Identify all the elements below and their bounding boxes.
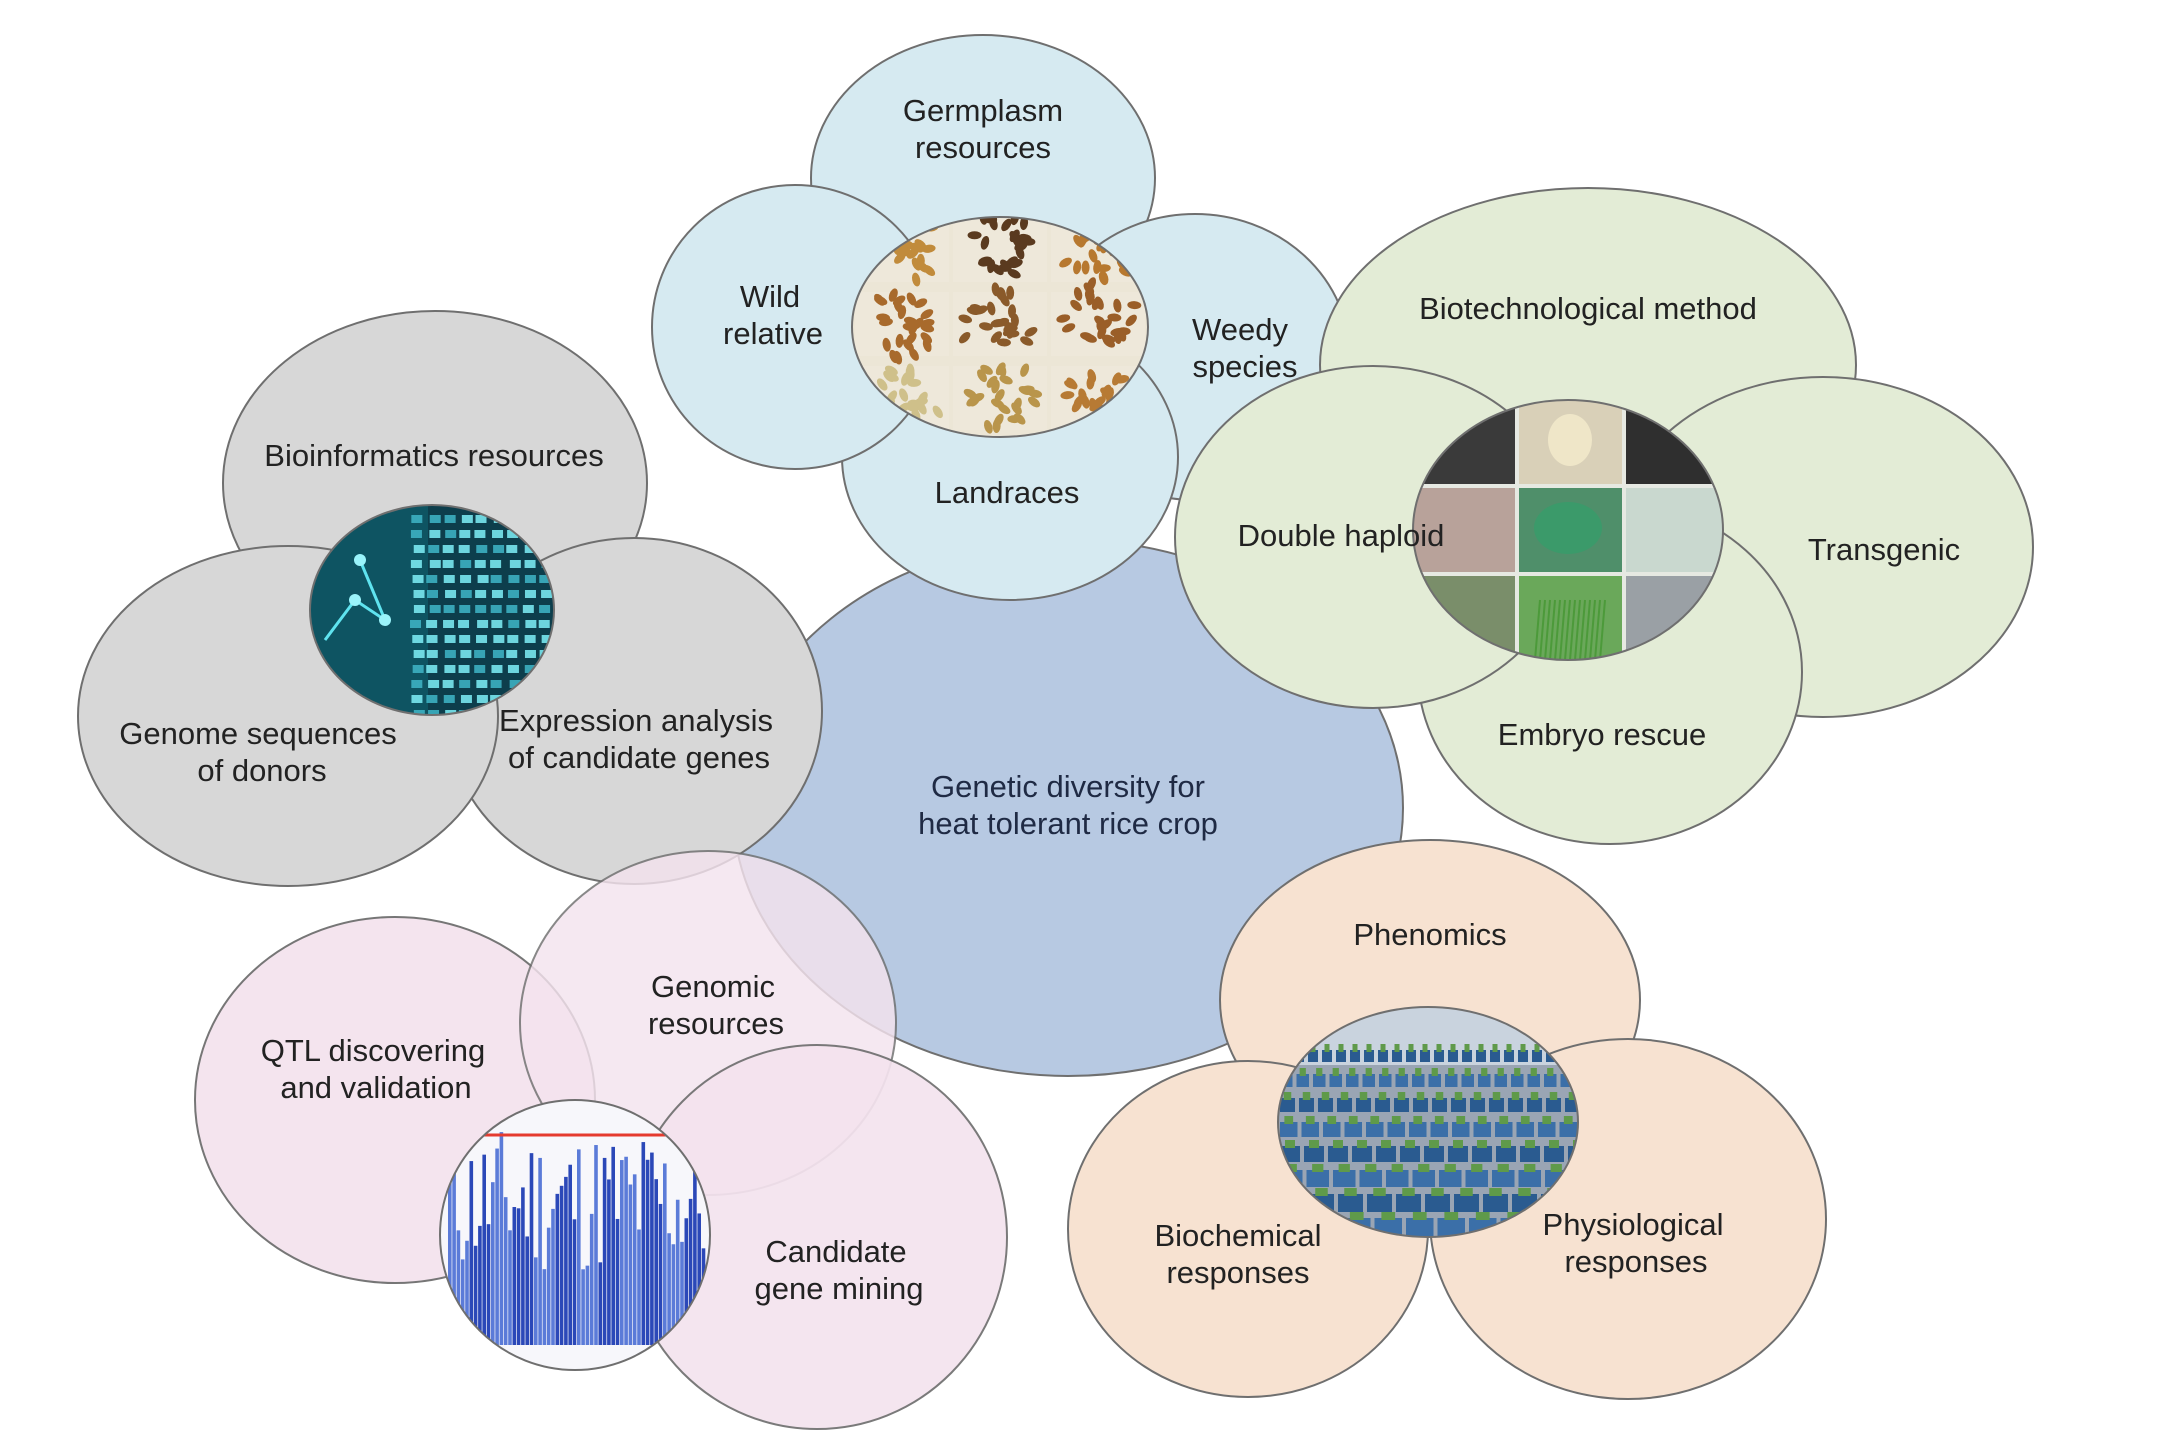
expression-label-line1: Expression analysis	[499, 703, 773, 738]
genome-label-line1: Genome sequences	[119, 716, 396, 751]
wild-label-line1: Wild	[740, 279, 800, 314]
candidate-label-line1: Candidate	[765, 1234, 906, 1269]
weedy-label-line2: species	[1192, 349, 1297, 384]
dna-sequence-photo	[310, 505, 554, 715]
phenomics-label: Phenomics	[1353, 917, 1506, 952]
manhattan-plot-photo	[440, 1100, 710, 1370]
qtl-label-line2: and validation	[280, 1070, 471, 1105]
qtl-label-line1: QTL discovering	[261, 1033, 486, 1068]
genome-label-line2: of donors	[197, 753, 326, 788]
germplasm-label-line1: Germplasm	[903, 93, 1063, 128]
landraces-label: Landraces	[935, 475, 1080, 510]
transgenic-label: Transgenic	[1808, 532, 1960, 567]
center-label-line2: heat tolerant rice crop	[918, 806, 1218, 841]
biotech-label: Biotechnological method	[1419, 291, 1757, 326]
double-haploid-label: Double haploid	[1238, 518, 1445, 553]
germplasm-label-line2: resources	[915, 130, 1051, 165]
embryo-rescue-label: Embryo rescue	[1498, 717, 1706, 752]
expression-label-line2: of candidate genes	[508, 740, 770, 775]
biochemical-label-line2: responses	[1166, 1255, 1309, 1290]
genomic-label-line1: Genomic	[651, 969, 775, 1004]
center-label-line1: Genetic diversity for	[931, 769, 1205, 804]
candidate-label-line2: gene mining	[755, 1271, 924, 1306]
bioinformatics-label: Bioinformatics resources	[264, 438, 603, 473]
physiological-label-line1: Physiological	[1543, 1207, 1724, 1242]
wild-label-line2: relative	[723, 316, 823, 351]
biochemical-label-line1: Biochemical	[1154, 1218, 1321, 1253]
genomic-label-line2: resources	[648, 1006, 784, 1041]
physiological-label-line2: responses	[1564, 1244, 1707, 1279]
weedy-label-line1: Weedy	[1192, 312, 1288, 347]
